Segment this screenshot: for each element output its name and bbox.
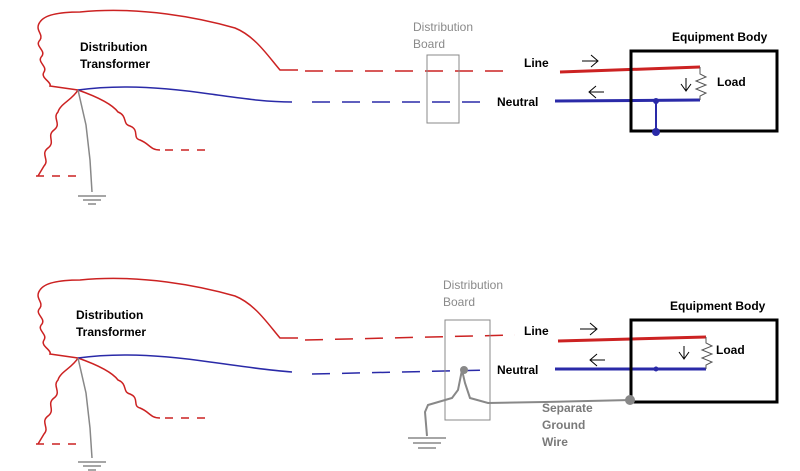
top-transformer-coil-left — [37, 89, 79, 177]
bottom-neutral-arrow-left — [589, 353, 605, 367]
top-load-resistor — [694, 67, 708, 100]
bottom-line-label: Line — [524, 324, 549, 338]
top-transformer-label-2: Transformer — [80, 57, 150, 71]
top-transformer-winding — [39, 9, 298, 71]
top-earth-symbol — [78, 195, 106, 205]
bottom-ground-body-dot — [625, 395, 635, 405]
top-neutral-arrow-left — [588, 85, 604, 99]
top-neutral-solid-right — [554, 98, 701, 103]
bottom-earth-wire — [77, 357, 93, 459]
top-load-label: Load — [717, 75, 746, 89]
top-line-label: Line — [524, 56, 549, 70]
top-bond-dot-upper — [653, 98, 659, 104]
bottom-separate-ground-wire — [423, 369, 632, 437]
bottom-load-resistor — [700, 337, 714, 369]
top-equipment-body — [629, 49, 779, 133]
bottom-transformer-coil-upper — [37, 289, 79, 359]
top-distribution-board — [426, 54, 460, 124]
top-board-label-2: Board — [413, 37, 445, 51]
bottom-distribution-board — [444, 319, 491, 421]
top-board-label-1: Distribution — [413, 20, 473, 34]
bottom-board-label-1: Distribution — [443, 278, 503, 292]
bottom-diagram: Distribution Transformer Distribution Bo… — [36, 277, 779, 471]
bottom-transformer-coil-right — [77, 357, 161, 419]
bottom-transformer-coil-left — [37, 357, 79, 445]
bottom-equipment-label: Equipment Body — [670, 299, 766, 313]
bottom-line-dashed — [304, 334, 516, 341]
bottom-ground-label-3: Wire — [542, 435, 568, 449]
top-transformer-label-1: Distribution — [80, 40, 147, 54]
bottom-neutral-junction-dot — [653, 366, 659, 372]
bottom-ground-junction-dot — [460, 366, 468, 374]
bottom-transformer-label-2: Transformer — [76, 325, 146, 339]
top-earth-wire — [77, 89, 93, 193]
bottom-neutral-label: Neutral — [497, 363, 538, 377]
top-line-arrow-right — [582, 54, 599, 68]
bottom-transformer-winding — [39, 277, 298, 339]
bottom-ground-label-1: Separate — [542, 401, 593, 415]
bottom-line-arrow-right — [580, 322, 598, 336]
bottom-board-label-2: Board — [443, 295, 475, 309]
top-transformer-coil-right — [77, 89, 161, 151]
bottom-ground-label-2: Ground — [542, 418, 585, 432]
top-bond-dot-lower — [652, 128, 660, 136]
top-neutral-label: Neutral — [497, 95, 538, 109]
bottom-transformer-label-1: Distribution — [76, 308, 143, 322]
bottom-neutral-solid — [77, 354, 293, 373]
bottom-board-earth-symbol — [408, 437, 446, 449]
bottom-equipment-body — [629, 318, 779, 404]
bottom-load-arrow-down — [678, 346, 690, 360]
bottom-earth-symbol — [78, 461, 106, 471]
bottom-load-label: Load — [716, 343, 745, 357]
top-transformer-coil-upper — [37, 21, 79, 91]
top-load-arrow-down — [680, 78, 692, 92]
top-neutral-solid — [77, 86, 293, 103]
top-diagram: Distribution Transformer Distribution Bo… — [36, 9, 779, 205]
top-equipment-label: Equipment Body — [672, 30, 768, 44]
